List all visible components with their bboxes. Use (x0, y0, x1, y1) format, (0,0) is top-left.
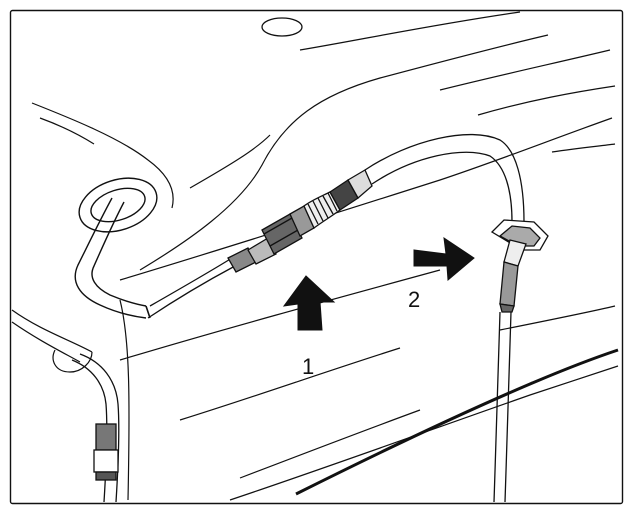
arrow-up-icon (282, 275, 336, 331)
grommet (78, 177, 158, 233)
washer-hose-lower-right (493, 311, 512, 503)
body-panel-lines (11, 11, 619, 501)
frame-border (9, 9, 624, 505)
hose-segment-middle (147, 257, 236, 319)
lower-connector (93, 423, 119, 481)
arrow-right-icon (413, 236, 475, 282)
callout-label-1: 1 (302, 354, 315, 379)
body-hole (261, 17, 303, 37)
hose-clip (490, 219, 549, 313)
body-edge-bold (295, 348, 619, 496)
washer-hose-upper (364, 133, 525, 223)
hose-connector (227, 169, 373, 273)
callout-label-2: 2 (408, 287, 421, 312)
washer-hose-left (74, 197, 151, 319)
